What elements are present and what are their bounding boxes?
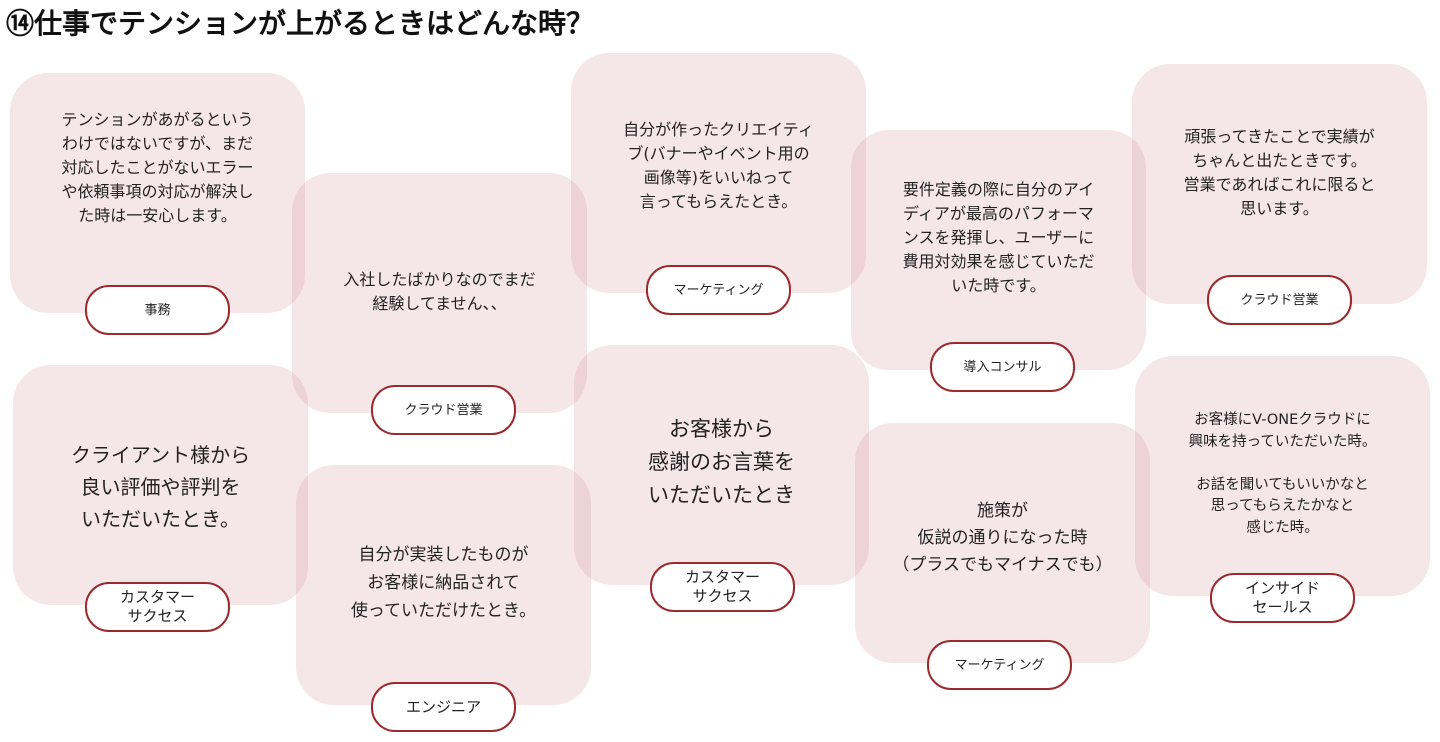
- department-tag: エンジニア: [371, 682, 516, 732]
- department-tag: マーケティング: [646, 265, 791, 315]
- department-tag: カスタマー サクセス: [650, 562, 795, 612]
- department-tag: クラウド営業: [1207, 275, 1352, 325]
- answer-card: クライアント様から 良い評価や評判を いただいたとき。: [13, 365, 308, 605]
- answer-card: 自分が作ったクリエイティ ブ(バナーやイベント用の 画像等)をいいねって 言って…: [571, 53, 866, 293]
- department-tag: 導入コンサル: [930, 342, 1075, 392]
- answer-card: 入社したばかりなのでまだ 経験してません、、: [292, 173, 587, 413]
- answer-text: クライアント様から 良い評価や評判を いただいたとき。: [70, 443, 251, 531]
- answer-text: お客様から 感謝のお言葉を いただいたとき: [648, 417, 795, 507]
- answer-text: 入社したばかりなのでまだ 経験してません、、: [343, 270, 536, 313]
- answer-text: 要件定義の際に自分のアイ ディアが最高のパフォーマ ンスを発揮し、ユーザーに 費…: [902, 180, 1095, 295]
- answer-card: 頑張ってきたことで実績が ちゃんと出たときです。 営業であればこれに限ると 思い…: [1132, 64, 1427, 304]
- answer-text: 自分が作ったクリエイティ ブ(バナーやイベント用の 画像等)をいいねって 言って…: [623, 120, 814, 211]
- answer-text: 施策が 仮説の通りになった時 （プラスでもマイナスでも）: [892, 501, 1113, 575]
- department-tag: マーケティング: [927, 640, 1072, 690]
- answer-text: 自分が実装したものが お客様に納品されて 使っていただけたとき。: [350, 545, 537, 621]
- answer-text: お客様にV-ONEクラウドに 興味を持っていただいた時。 お話を聞いてもいいかな…: [1188, 412, 1377, 536]
- answer-card: 自分が実装したものが お客様に納品されて 使っていただけたとき。: [296, 465, 591, 705]
- answer-text: テンションがあがるという わけではないですが、まだ 対応したことがないエラー や…: [61, 110, 254, 225]
- department-tag: カスタマー サクセス: [85, 582, 230, 632]
- page-title: ⑭仕事でテンションが上がるときはどんな時？: [6, 7, 595, 40]
- answer-card: 施策が 仮説の通りになった時 （プラスでもマイナスでも）: [855, 423, 1150, 663]
- answer-card: 要件定義の際に自分のアイ ディアが最高のパフォーマ ンスを発揮し、ユーザーに 費…: [851, 130, 1146, 370]
- department-tag: インサイド セールス: [1210, 573, 1355, 623]
- answer-card: お客様にV-ONEクラウドに 興味を持っていただいた時。 お話を聞いてもいいかな…: [1135, 356, 1430, 596]
- answer-card: お客様から 感謝のお言葉を いただいたとき: [574, 345, 869, 585]
- department-tag: クラウド営業: [371, 385, 516, 435]
- answer-card: テンションがあがるという わけではないですが、まだ 対応したことがないエラー や…: [10, 73, 305, 313]
- answer-text: 頑張ってきたことで実績が ちゃんと出たときです。 営業であればこれに限ると 思い…: [1183, 127, 1376, 218]
- department-tag: 事務: [85, 285, 230, 335]
